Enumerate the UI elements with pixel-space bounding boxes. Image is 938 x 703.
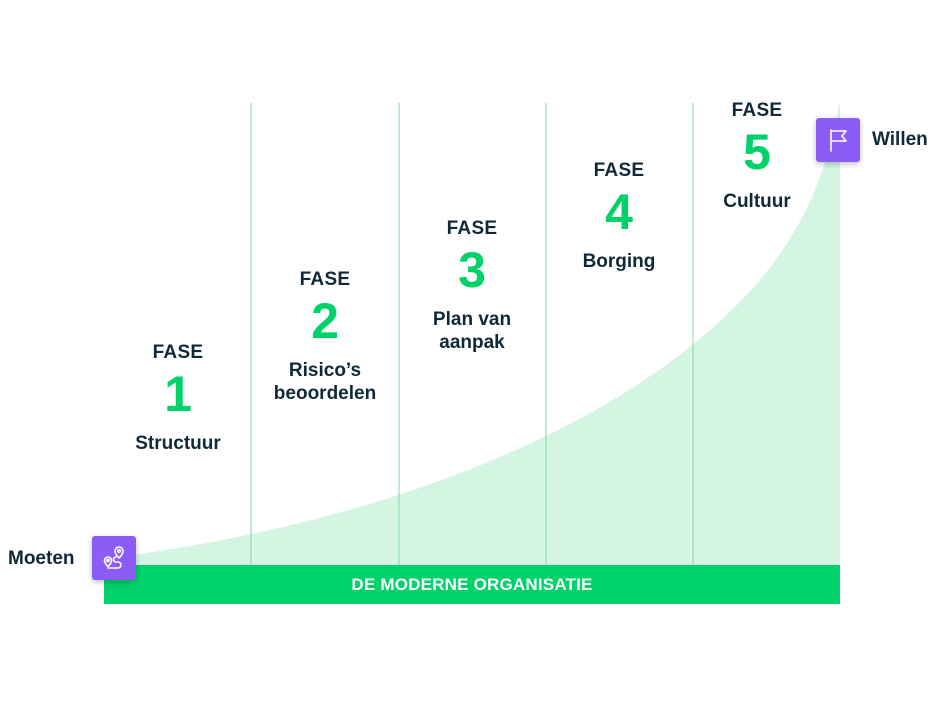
phase-name: Structuur bbox=[135, 433, 221, 454]
phase-number: 3 bbox=[458, 242, 486, 298]
phase-name: Risico’s beoordelen bbox=[273, 360, 377, 404]
phase-name: Plan van aanpak bbox=[432, 309, 512, 353]
end-badge bbox=[816, 118, 860, 162]
start-label: Moeten bbox=[8, 548, 75, 569]
phase-label: FASE bbox=[152, 342, 204, 363]
phase-label: FASE bbox=[731, 100, 783, 121]
phase-5: FASE 5 Cultuur bbox=[682, 100, 832, 213]
phase-number: 1 bbox=[164, 366, 192, 422]
start-badge bbox=[92, 536, 136, 580]
phase-number: 5 bbox=[743, 124, 771, 180]
growth-curve-area bbox=[118, 100, 840, 565]
phase-label: FASE bbox=[593, 160, 645, 181]
phase-number: 2 bbox=[311, 293, 339, 349]
phase-4: FASE 4 Borging bbox=[544, 160, 694, 273]
phase-1: FASE 1 Structuur bbox=[103, 342, 253, 455]
end-label: Willen bbox=[872, 129, 928, 150]
route-pin-icon bbox=[103, 546, 124, 569]
phase-name: Cultuur bbox=[723, 191, 791, 212]
phase-3: FASE 3 Plan van aanpak bbox=[397, 218, 547, 354]
phase-2: FASE 2 Risico’s beoordelen bbox=[250, 269, 400, 405]
phase-name: Borging bbox=[582, 251, 656, 272]
phase-number: 4 bbox=[605, 184, 633, 240]
phase-label: FASE bbox=[446, 218, 498, 239]
flag-icon bbox=[830, 129, 847, 152]
base-bar: DE MODERNE ORGANISATIE bbox=[104, 565, 840, 604]
phase-label: FASE bbox=[299, 269, 351, 290]
